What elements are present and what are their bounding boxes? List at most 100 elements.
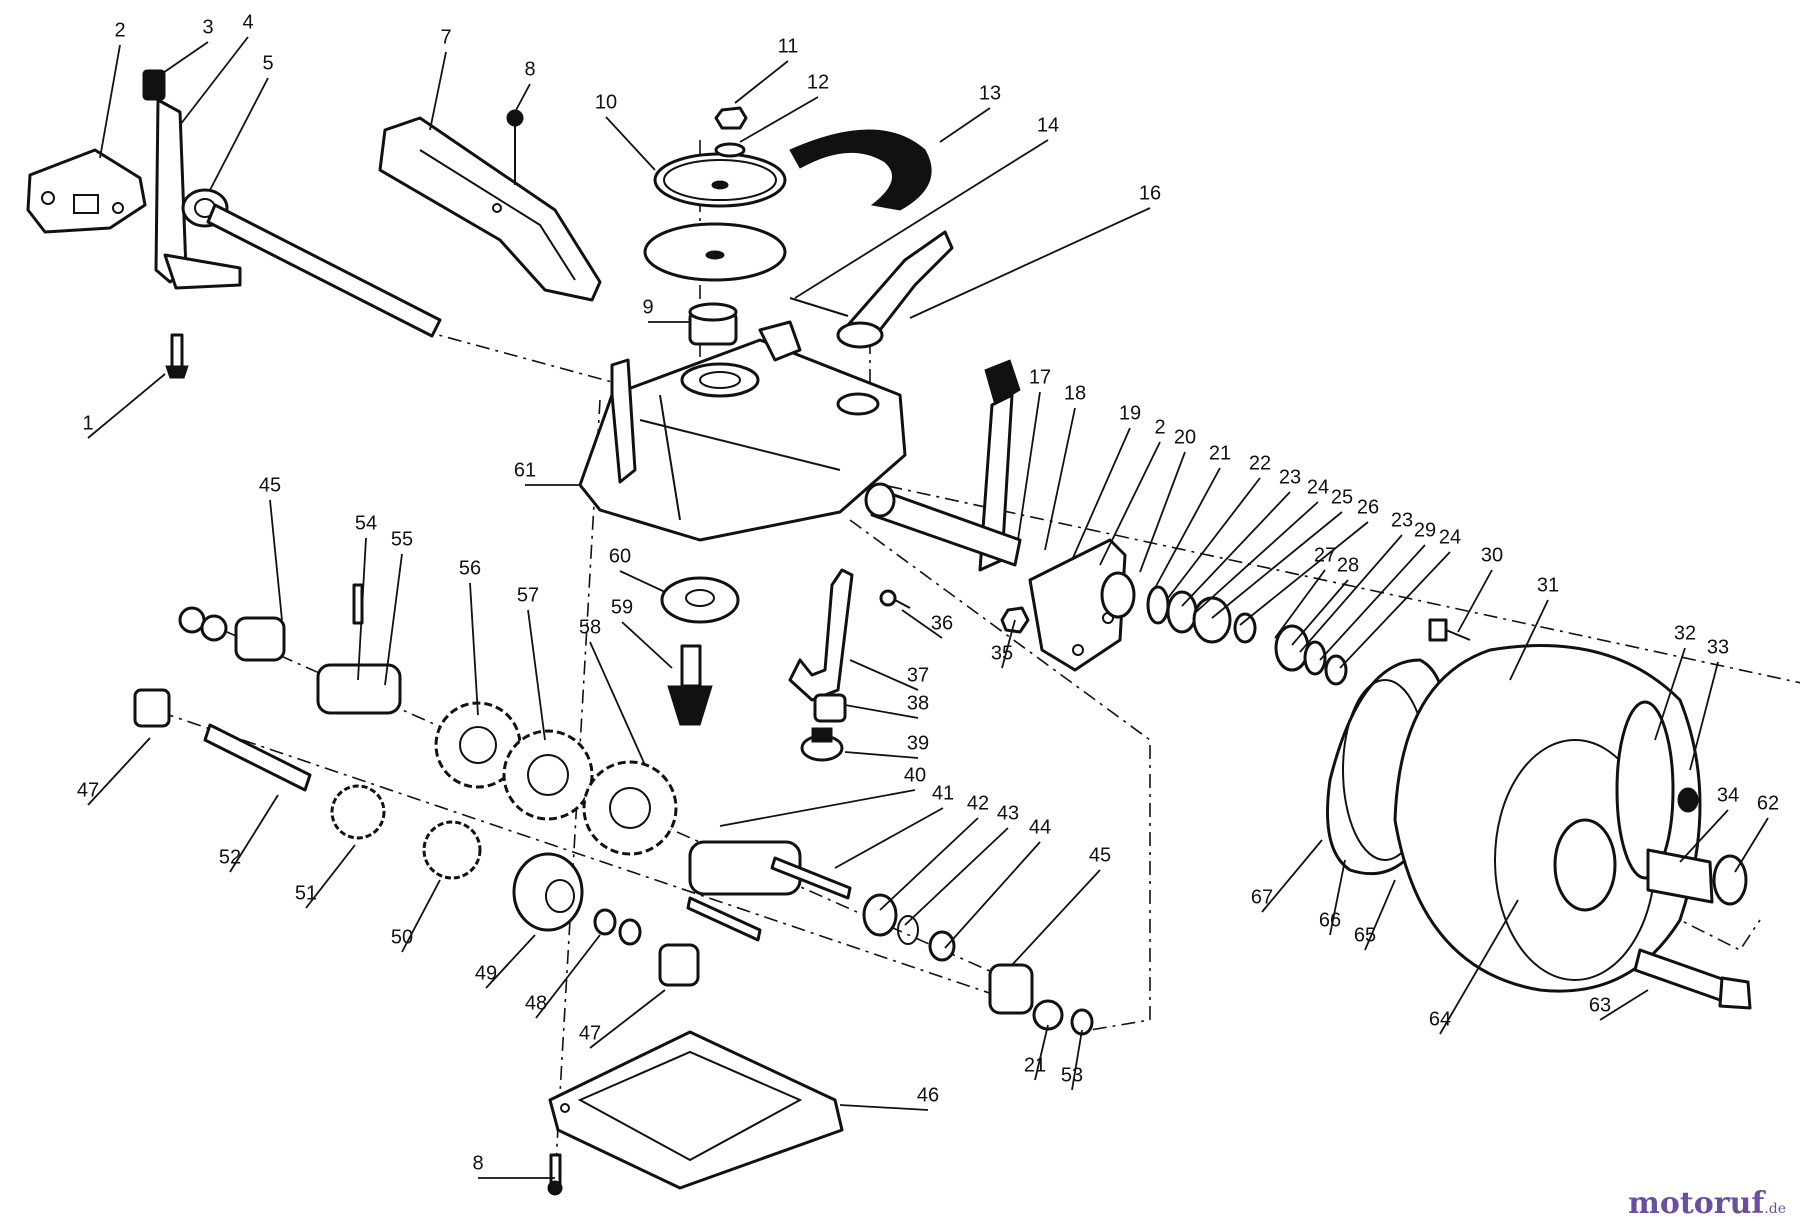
callout-label-c67: 67 (1251, 886, 1273, 908)
callout-label-c37: 37 (907, 664, 929, 686)
callout-label-c25: 25 (1331, 486, 1353, 508)
callout-label-c24: 24 (1307, 476, 1329, 498)
callout-label-c39: 39 (907, 732, 929, 754)
callout-label-c66: 66 (1319, 909, 1341, 931)
spacer-part-21b (1032, 999, 1064, 1031)
callout-leader-c10 (605, 116, 656, 171)
bracket-part-2 (26, 148, 147, 234)
callout-label-c23: 23 (1279, 466, 1301, 488)
callout-leader-c52 (229, 794, 279, 873)
callout-label-c13: 13 (979, 82, 1001, 104)
callout-leader-c43 (904, 827, 1009, 926)
callout-leader-c45 (269, 499, 283, 621)
nut-part-33 (1677, 787, 1699, 813)
callout-leader-c8a (514, 83, 531, 113)
callout-label-c10: 10 (595, 91, 617, 113)
bushing-part-38 (813, 693, 847, 723)
watermark-logo: motoruf.de (1628, 1186, 1786, 1221)
callout-label-c54: 54 (355, 512, 377, 534)
callout-leader-c16 (909, 207, 1151, 319)
callout-leader-c2b (1099, 441, 1161, 566)
callout-label-c48: 48 (525, 992, 547, 1014)
gear-part-57 (502, 729, 594, 821)
gear-part-51 (330, 784, 386, 840)
callout-leader-c23b (1299, 534, 1403, 653)
callout-leader-c46 (839, 1104, 929, 1111)
callout-leader-c66 (1329, 859, 1346, 936)
callout-leader-c38 (844, 704, 919, 719)
callout-leader-c28 (1291, 579, 1349, 646)
callout-leader-c13 (939, 107, 991, 143)
callout-leader-c54 (357, 537, 367, 681)
callout-leader-c56 (469, 582, 479, 716)
callout-leader-c65 (1364, 879, 1396, 951)
callout-leader-c11 (734, 60, 789, 104)
callout-leader-c14 (794, 139, 1049, 299)
callout-leader-c18 (1044, 407, 1076, 551)
callout-label-c27: 27 (1314, 544, 1336, 566)
callout-label-c64: 64 (1429, 1008, 1451, 1030)
callout-label-c42: 42 (967, 792, 989, 814)
callout-leader-c53 (1071, 1029, 1083, 1091)
axle-part-34 (1646, 848, 1748, 906)
callout-leader-c24 (1195, 501, 1319, 613)
key-part-41 (686, 856, 852, 942)
washers-part-48 (593, 908, 642, 946)
callout-leader-c36 (901, 609, 943, 639)
callout-label-c9: 9 (642, 296, 653, 318)
pulley-part-10 (643, 152, 787, 282)
callout-leader-c37 (849, 659, 919, 691)
screw-part-1 (165, 333, 189, 379)
bushing-part-47 (133, 688, 171, 728)
ring-part-42 (862, 893, 898, 937)
callout-leader-c60 (619, 570, 666, 593)
spacer-part-9 (688, 302, 738, 346)
pin-part-14 (789, 297, 849, 317)
gear-part-49 (512, 852, 584, 932)
watermark-tld: .de (1764, 1201, 1786, 1217)
callout-leader-c2 (99, 44, 121, 159)
callout-label-c5: 5 (262, 52, 273, 74)
callout-label-c17: 17 (1029, 366, 1051, 388)
callout-leader-c47b (589, 989, 666, 1049)
callout-label-c1: 1 (82, 412, 93, 434)
callout-label-c46: 46 (917, 1084, 939, 1106)
clutch-stack (1100, 571, 1348, 686)
callout-leader-c24b (1339, 551, 1451, 669)
bolt-part-8b (547, 1153, 563, 1196)
callout-label-c60: 60 (609, 545, 631, 567)
bolt-part-63 (1633, 948, 1752, 1010)
callout-label-c31: 31 (1537, 574, 1559, 596)
callout-leader-c30 (1457, 569, 1493, 633)
callout-leader-c55 (384, 553, 403, 686)
callout-label-c14: 14 (1037, 114, 1059, 136)
callout-label-c51: 51 (295, 882, 317, 904)
callout-label-c45b: 45 (1089, 844, 1111, 866)
callout-leader-c42 (879, 817, 979, 911)
bushing-part-45b (988, 963, 1034, 1015)
callout-leader-c40 (719, 789, 916, 827)
callout-leader-c27 (1274, 569, 1326, 639)
callout-label-c11: 11 (778, 35, 799, 57)
callout-leader-c26 (1239, 521, 1369, 626)
callout-label-c16: 16 (1139, 182, 1161, 204)
callout-label-c55: 55 (391, 528, 413, 550)
callout-leader-c59 (621, 621, 673, 669)
callout-label-c28: 28 (1337, 554, 1359, 576)
callout-leader-c57 (527, 609, 546, 741)
callout-label-c7: 7 (440, 26, 451, 48)
lever-part-4 (142, 69, 242, 290)
callout-label-c38: 38 (907, 692, 929, 714)
callout-leader-c32 (1654, 647, 1686, 741)
callout-leader-c1 (87, 373, 166, 439)
callout-leader-c21 (1154, 467, 1221, 589)
callout-label-c47: 47 (77, 779, 99, 801)
callout-label-c41: 41 (932, 782, 954, 804)
shaft-part-52 (203, 723, 312, 792)
washers-part-47a (178, 606, 228, 642)
callout-label-c3: 3 (202, 16, 213, 38)
screw-part-36 (879, 589, 911, 609)
bushing-part-45 (234, 616, 286, 662)
